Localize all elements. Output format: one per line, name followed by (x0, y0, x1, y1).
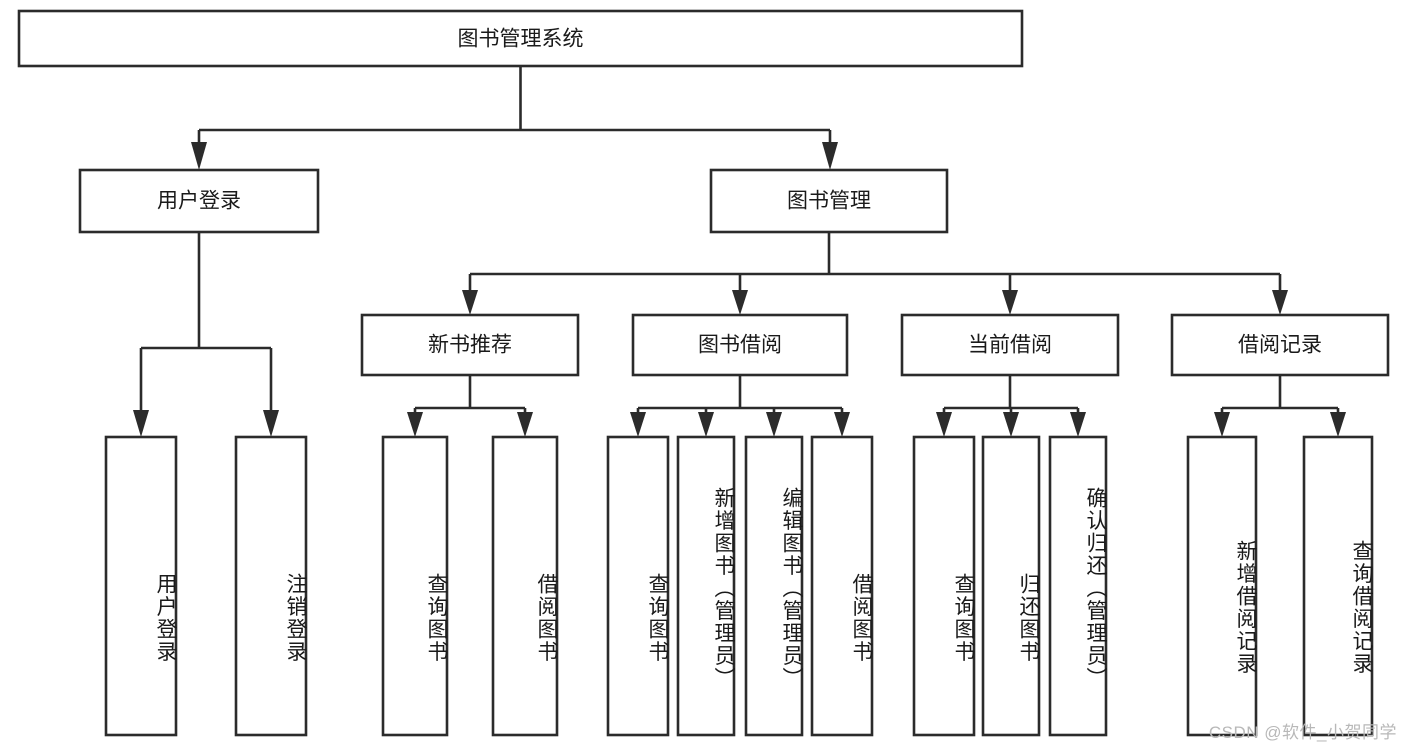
node-leaf-borrow-book-1[interactable] (491, 435, 559, 737)
node-root-book-management-system[interactable] (17, 9, 1024, 68)
node-leaf-query-book-1[interactable] (381, 435, 449, 737)
node-leaf-logout-login[interactable] (234, 435, 308, 737)
node-user-login[interactable] (78, 168, 320, 234)
connector-newbook-to-leaves (407, 375, 533, 437)
connector-userlogin-to-leaves (133, 232, 279, 437)
node-new-book-recommend-label: 新书推荐 (428, 334, 512, 357)
node-leaf-query-book-3[interactable] (912, 435, 976, 737)
node-leaf-query-book-2[interactable] (606, 435, 670, 737)
connector-currentborrow-to-leaves (936, 375, 1086, 437)
connector-bookmanagement-to-level3 (462, 232, 1288, 315)
connector-root-to-level2 (191, 66, 838, 170)
node-leaf-query-record[interactable] (1302, 435, 1374, 737)
node-book-borrow[interactable] (631, 313, 849, 377)
node-leaf-borrow-book-2[interactable] (810, 435, 874, 737)
node-leaf-add-record[interactable] (1186, 435, 1258, 737)
connector-bookborrow-to-leaves (630, 375, 850, 437)
node-leaf-add-book[interactable] (676, 435, 736, 737)
node-borrow-record[interactable] (1170, 313, 1390, 377)
node-leaf-return-book[interactable] (981, 435, 1041, 737)
node-current-borrow[interactable] (900, 313, 1120, 377)
node-root-label: 图书管理系统 (458, 28, 584, 51)
node-book-borrow-label: 图书借阅 (698, 334, 782, 357)
node-user-login-label: 用户登录 (157, 190, 241, 213)
node-new-book-recommend[interactable] (360, 313, 580, 377)
node-book-management-label: 图书管理 (787, 190, 871, 213)
node-borrow-record-label: 借阅记录 (1238, 334, 1322, 357)
node-leaf-confirm-return[interactable] (1048, 435, 1108, 737)
connector-borrowrecord-to-leaves (1214, 375, 1346, 437)
node-book-management[interactable] (709, 168, 949, 234)
node-current-borrow-label: 当前借阅 (968, 334, 1052, 357)
csdn-watermark: CSDN @软件_小贺同学 (1208, 723, 1397, 742)
node-leaf-edit-book[interactable] (744, 435, 804, 737)
node-leaf-user-login[interactable] (104, 435, 178, 737)
